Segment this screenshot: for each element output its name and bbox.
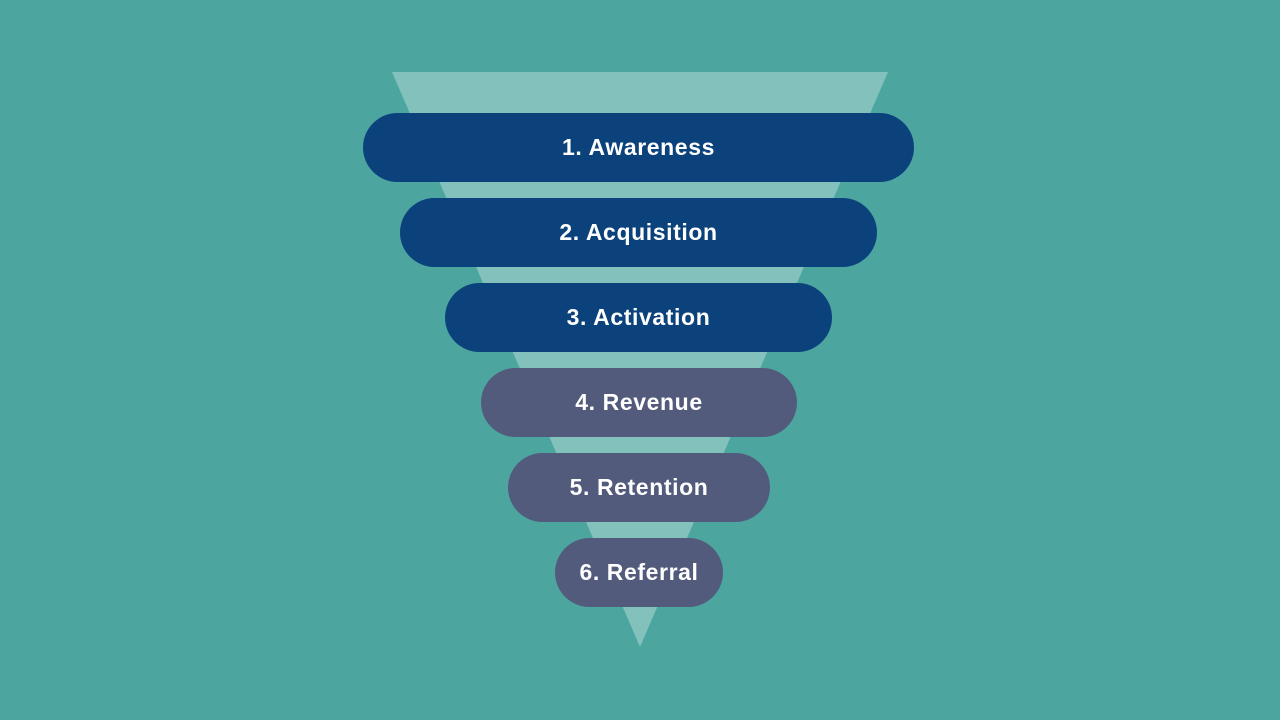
funnel-stage-awareness[interactable]: 1. Awareness	[363, 113, 914, 182]
funnel-stage-referral[interactable]: 6. Referral	[555, 538, 723, 607]
stage-label: 5. Retention	[569, 474, 709, 500]
stage-label: 2. Acquisition	[559, 219, 718, 245]
stage-label: 6. Referral	[579, 559, 699, 585]
stage-label: 4. Revenue	[575, 389, 703, 415]
funnel-stage-acquisition[interactable]: 2. Acquisition	[400, 198, 877, 267]
funnel-stage-retention[interactable]: 5. Retention	[508, 453, 770, 522]
funnel-stage-activation[interactable]: 3. Activation	[445, 283, 832, 352]
stage-label: 1. Awareness	[562, 134, 715, 160]
funnel-stage-revenue[interactable]: 4. Revenue	[481, 368, 797, 437]
stage-label: 3. Activation	[566, 304, 711, 330]
